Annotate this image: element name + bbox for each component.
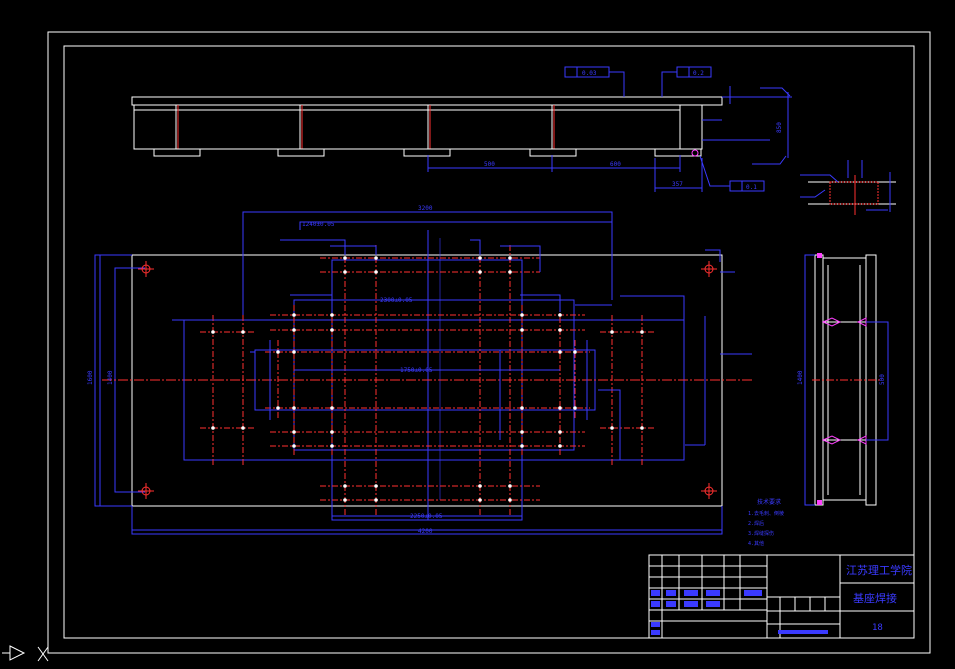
weld-detail bbox=[800, 160, 896, 215]
dim-l2: 2300±0.05 bbox=[380, 297, 413, 304]
dim-v2: 1400 bbox=[107, 370, 114, 385]
dim-v1: 1600 bbox=[87, 370, 94, 385]
note-1: 1.去毛刺、倒棱 bbox=[748, 510, 784, 517]
title-sheet-number: 18 bbox=[872, 623, 883, 633]
inner-frame bbox=[63, 45, 915, 639]
title-block: 江苏理工学院 基座焊接 18 bbox=[648, 554, 915, 639]
dim-elev-b: 600 bbox=[610, 161, 621, 168]
dim-l3: 1750±0.05 bbox=[400, 367, 433, 374]
dim-elev-a: 500 bbox=[484, 161, 495, 168]
side-view: 1400 500 bbox=[797, 253, 889, 506]
dim-elev-d: 357 bbox=[672, 181, 683, 188]
note-3: 3.焊缝探伤 bbox=[748, 530, 774, 537]
outer-frame bbox=[47, 31, 931, 654]
gdt-flatness-c: 0.1 bbox=[746, 184, 757, 191]
notes-heading: 技术要求 bbox=[757, 498, 781, 506]
title-drawing-name: 基座焊接 bbox=[853, 591, 897, 605]
ucs-icon bbox=[2, 645, 49, 662]
front-elevation: 500 600 357 850 0.03 0.2 0.1 bbox=[131, 66, 792, 192]
dim-side-h: 500 bbox=[879, 374, 886, 385]
gdt-flatness-top: 0.03 bbox=[582, 70, 597, 77]
technical-notes: 技术要求 1.去毛刺、倒棱 2.焊后 3.焊缝探伤 4.其他 bbox=[748, 498, 784, 547]
title-school: 江苏理工学院 bbox=[846, 563, 912, 577]
dim-l4: 2250±0.05 bbox=[410, 513, 443, 520]
dim-overall-length: 3200 bbox=[418, 205, 433, 212]
dim-side-v: 1400 bbox=[797, 370, 804, 385]
note-2: 2.焊后 bbox=[748, 520, 764, 527]
dim-l1: 1240±0.05 bbox=[302, 221, 335, 228]
note-4: 4.其他 bbox=[748, 540, 764, 547]
plan-view: 3200 1240±0.05 2300±0.05 1750±0.05 2250±… bbox=[87, 205, 752, 535]
dim-l5: 4200 bbox=[418, 528, 433, 535]
gdt-flatness-b: 0.2 bbox=[693, 70, 704, 77]
dim-elev-c: 850 bbox=[776, 122, 783, 133]
